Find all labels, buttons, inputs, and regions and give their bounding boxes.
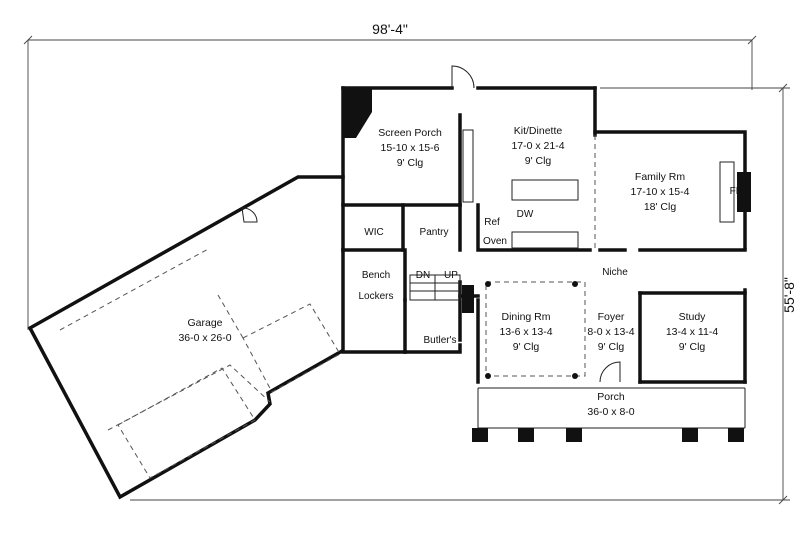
width-dimension: 98'-4" — [372, 21, 408, 37]
depth-dimension-line — [130, 83, 790, 505]
foyer-ceiling: 9' Clg — [598, 341, 625, 353]
porch-size: 36-0 x 8-0 — [587, 406, 634, 418]
family-rm-room: Family Rm 17-10 x 15-4 18' Clg — [631, 171, 690, 213]
ref-label: Ref — [484, 217, 500, 228]
up-label: UP — [444, 270, 458, 281]
porch-structure — [472, 387, 746, 442]
garage-size: 36-0 x 26-0 — [178, 332, 231, 344]
porch-name: Porch — [597, 391, 625, 403]
kit-dinette-name: Kit/Dinette — [514, 125, 563, 137]
dw-label: DW — [517, 209, 534, 220]
column-marker — [572, 281, 578, 287]
garage-walls — [27, 175, 345, 500]
column-marker — [485, 373, 491, 379]
dining-outline — [485, 281, 586, 377]
screen-porch-size: 15-10 x 15-6 — [381, 142, 440, 154]
kit-dinette-room: Kit/Dinette 17-0 x 21-4 9' Clg — [511, 125, 564, 167]
kitchen-fixtures — [462, 129, 596, 250]
bench-label: Bench — [362, 270, 390, 281]
pantry-label: Pantry — [420, 227, 449, 238]
dn-label: DN — [416, 270, 430, 281]
dining-rm-name: Dining Rm — [501, 311, 550, 323]
kit-dinette-size: 17-0 x 21-4 — [511, 140, 564, 152]
family-rm-name: Family Rm — [635, 171, 685, 183]
dining-rm-size: 13-6 x 13-4 — [499, 326, 552, 338]
study-room: Study 13-4 x 11-4 9' Clg — [666, 311, 718, 353]
depth-dimension: 55'-8" — [781, 277, 797, 313]
study-ceiling: 9' Clg — [679, 341, 706, 353]
oven-label: Oven — [483, 236, 507, 247]
dining-rm-ceiling: 9' Clg — [513, 341, 540, 353]
front-door — [599, 361, 621, 383]
hearth — [719, 161, 735, 223]
family-rm-size: 17-10 x 15-4 — [631, 186, 690, 198]
kit-dinette-ceiling: 9' Clg — [525, 155, 552, 167]
screen-porch-fireplace — [343, 88, 372, 138]
screen-porch-room: Screen Porch 15-10 x 15-6 9' Clg — [378, 127, 442, 169]
column-marker — [572, 373, 578, 379]
foyer-name: Foyer — [598, 311, 625, 323]
column-marker — [485, 281, 491, 287]
porch-room: Porch 36-0 x 8-0 — [587, 391, 634, 418]
screen-porch-door — [451, 65, 475, 89]
width-dimension-line — [23, 35, 757, 330]
lockers-label: Lockers — [358, 291, 393, 302]
study-name: Study — [679, 311, 707, 323]
fp-porch-label: FP — [358, 102, 371, 113]
stairs — [409, 274, 474, 313]
foyer-room: Foyer 8-0 x 13-4 9' Clg — [587, 311, 634, 353]
butlers-label: Butler's — [423, 335, 456, 346]
family-rm-ceiling: 18' Clg — [644, 201, 677, 213]
house-walls — [341, 86, 747, 384]
dining-rm-room: Dining Rm 13-6 x 13-4 9' Clg — [499, 311, 552, 353]
fp-family-label: FP — [730, 186, 743, 197]
foyer-size: 8-0 x 13-4 — [587, 326, 634, 338]
screen-porch-name: Screen Porch — [378, 127, 442, 139]
screen-porch-ceiling: 9' Clg — [397, 157, 424, 169]
garage-room: Garage 36-0 x 26-0 — [178, 317, 231, 344]
garage-name: Garage — [187, 317, 222, 329]
niche-label: Niche — [602, 267, 628, 278]
wic-label: WIC — [364, 227, 383, 238]
family-room-fireplace — [737, 172, 751, 212]
study-size: 13-4 x 11-4 — [666, 326, 718, 338]
